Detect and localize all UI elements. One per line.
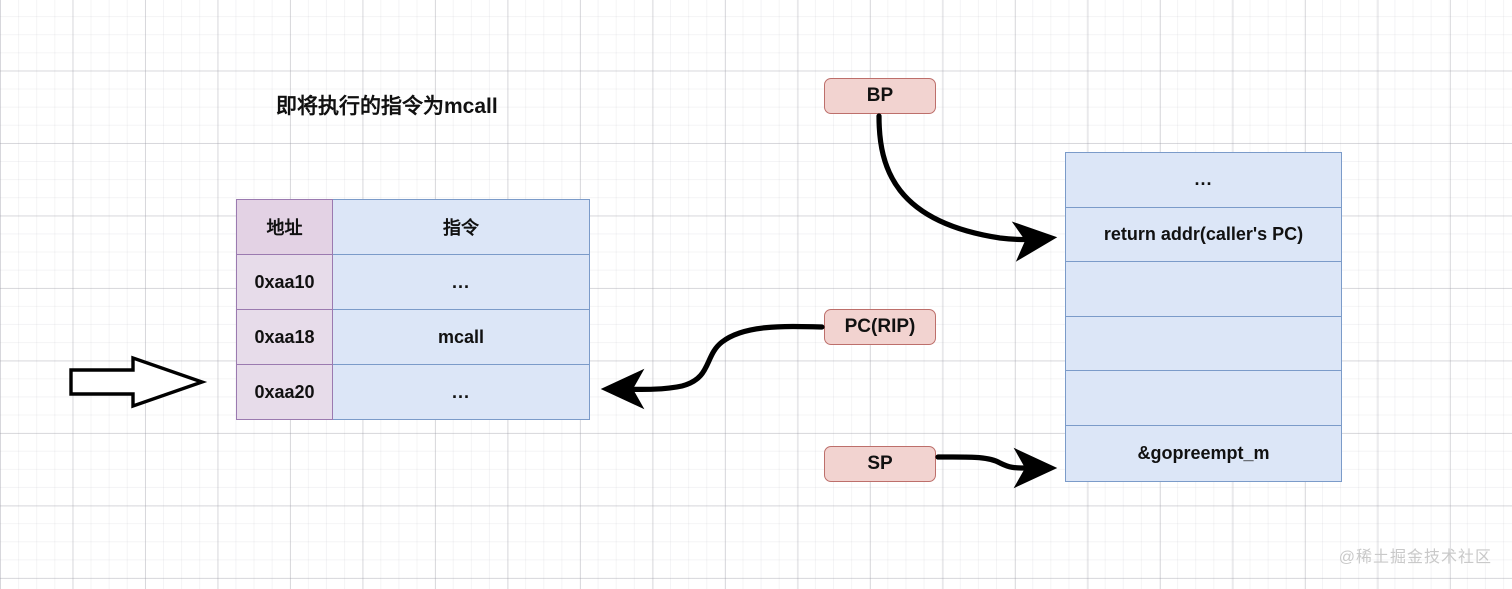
execution-pointer-icon (69, 355, 208, 409)
cell-address: 0xaa20 (236, 364, 333, 420)
stack-row-return-addr: return addr(caller's PC) (1066, 208, 1341, 263)
stack-row (1066, 317, 1341, 372)
cell-instruction: ... (332, 364, 590, 420)
arrow-sp-to-gopreempt (935, 447, 1058, 489)
stack-frame: ... return addr(caller's PC) &gopreempt_… (1065, 152, 1342, 482)
stack-row (1066, 371, 1341, 426)
table-row: 0xaa10 ... (236, 254, 590, 310)
column-header-instruction: 指令 (332, 199, 590, 255)
register-label-sp: SP (824, 446, 936, 482)
cell-instruction: mcall (332, 309, 590, 365)
table-header-row: 地址 指令 (236, 199, 590, 255)
instruction-table: 地址 指令 0xaa10 ... 0xaa18 mcall 0xaa20 ... (236, 199, 590, 420)
arrow-bp-to-return-addr (876, 113, 1058, 262)
stack-row: ... (1066, 153, 1341, 208)
cell-instruction: ... (332, 254, 590, 310)
register-label-pc: PC(RIP) (824, 309, 936, 345)
cell-address: 0xaa18 (236, 309, 333, 365)
arrow-pc-to-instruction (600, 323, 825, 410)
column-header-address: 地址 (236, 199, 333, 255)
stack-row (1066, 262, 1341, 317)
page-title: 即将执行的指令为mcall (276, 95, 498, 118)
table-row: 0xaa18 mcall (236, 309, 590, 365)
watermark: @稀土掘金技术社区 (1338, 549, 1492, 566)
table-row: 0xaa20 ... (236, 364, 590, 420)
register-label-bp: BP (824, 78, 936, 114)
stack-row-gopreempt: &gopreempt_m (1137, 442, 1270, 463)
cell-address: 0xaa10 (236, 254, 333, 310)
